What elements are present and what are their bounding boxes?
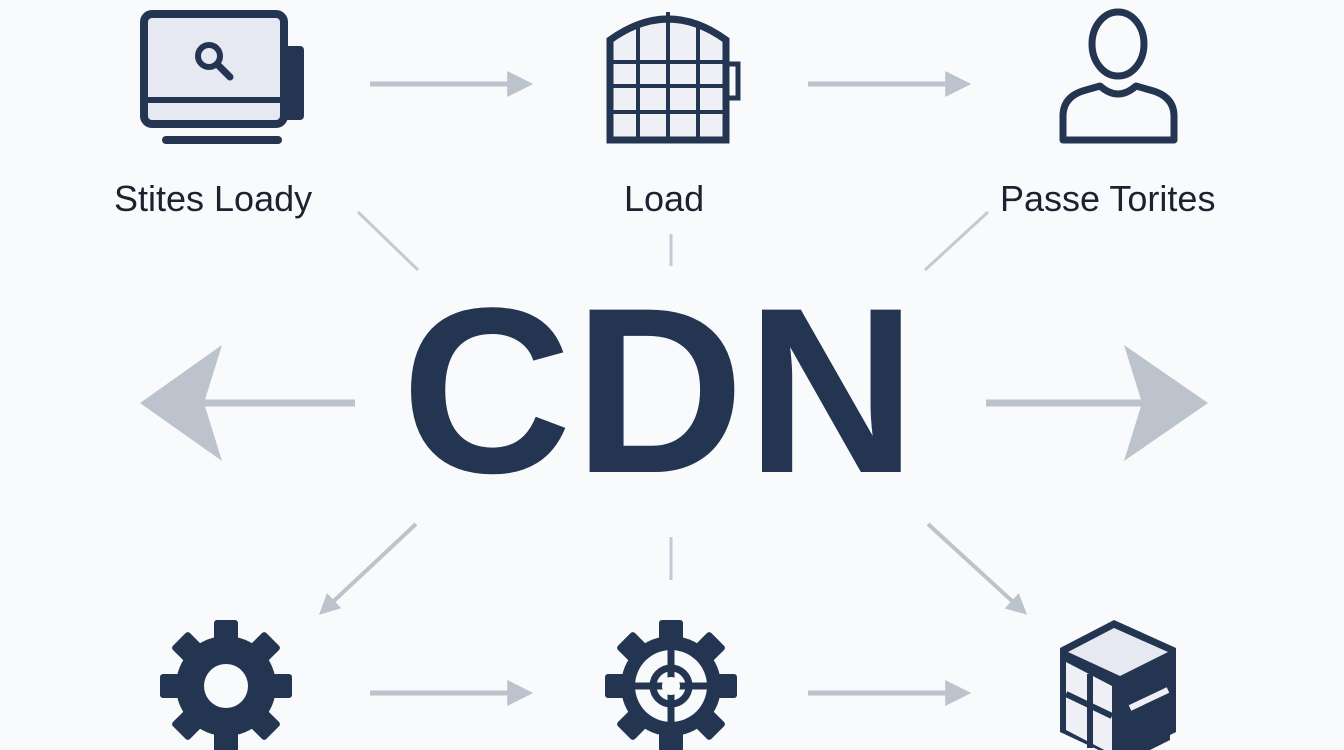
monitor-search-icon [140, 10, 304, 144]
gear-icon [160, 620, 292, 750]
node-label-monitor: Stites Loady [114, 178, 313, 219]
connector-top-right [923, 210, 990, 272]
center-title-cdn: CDN [401, 259, 919, 523]
grid-cage-icon [606, 12, 741, 144]
node-label-grid: Load [624, 178, 705, 219]
user-icon [1059, 8, 1178, 144]
cube-box-icon [1060, 620, 1176, 750]
arrow-right-large [986, 345, 1208, 461]
arrow-center-to-box [926, 522, 1028, 615]
node-label-user: Passe Torites [1000, 178, 1216, 219]
arrow-center-to-gear [318, 522, 418, 615]
connector-top-left [356, 210, 420, 272]
arrow-left-large [140, 345, 355, 461]
target-gear-icon [605, 620, 737, 750]
